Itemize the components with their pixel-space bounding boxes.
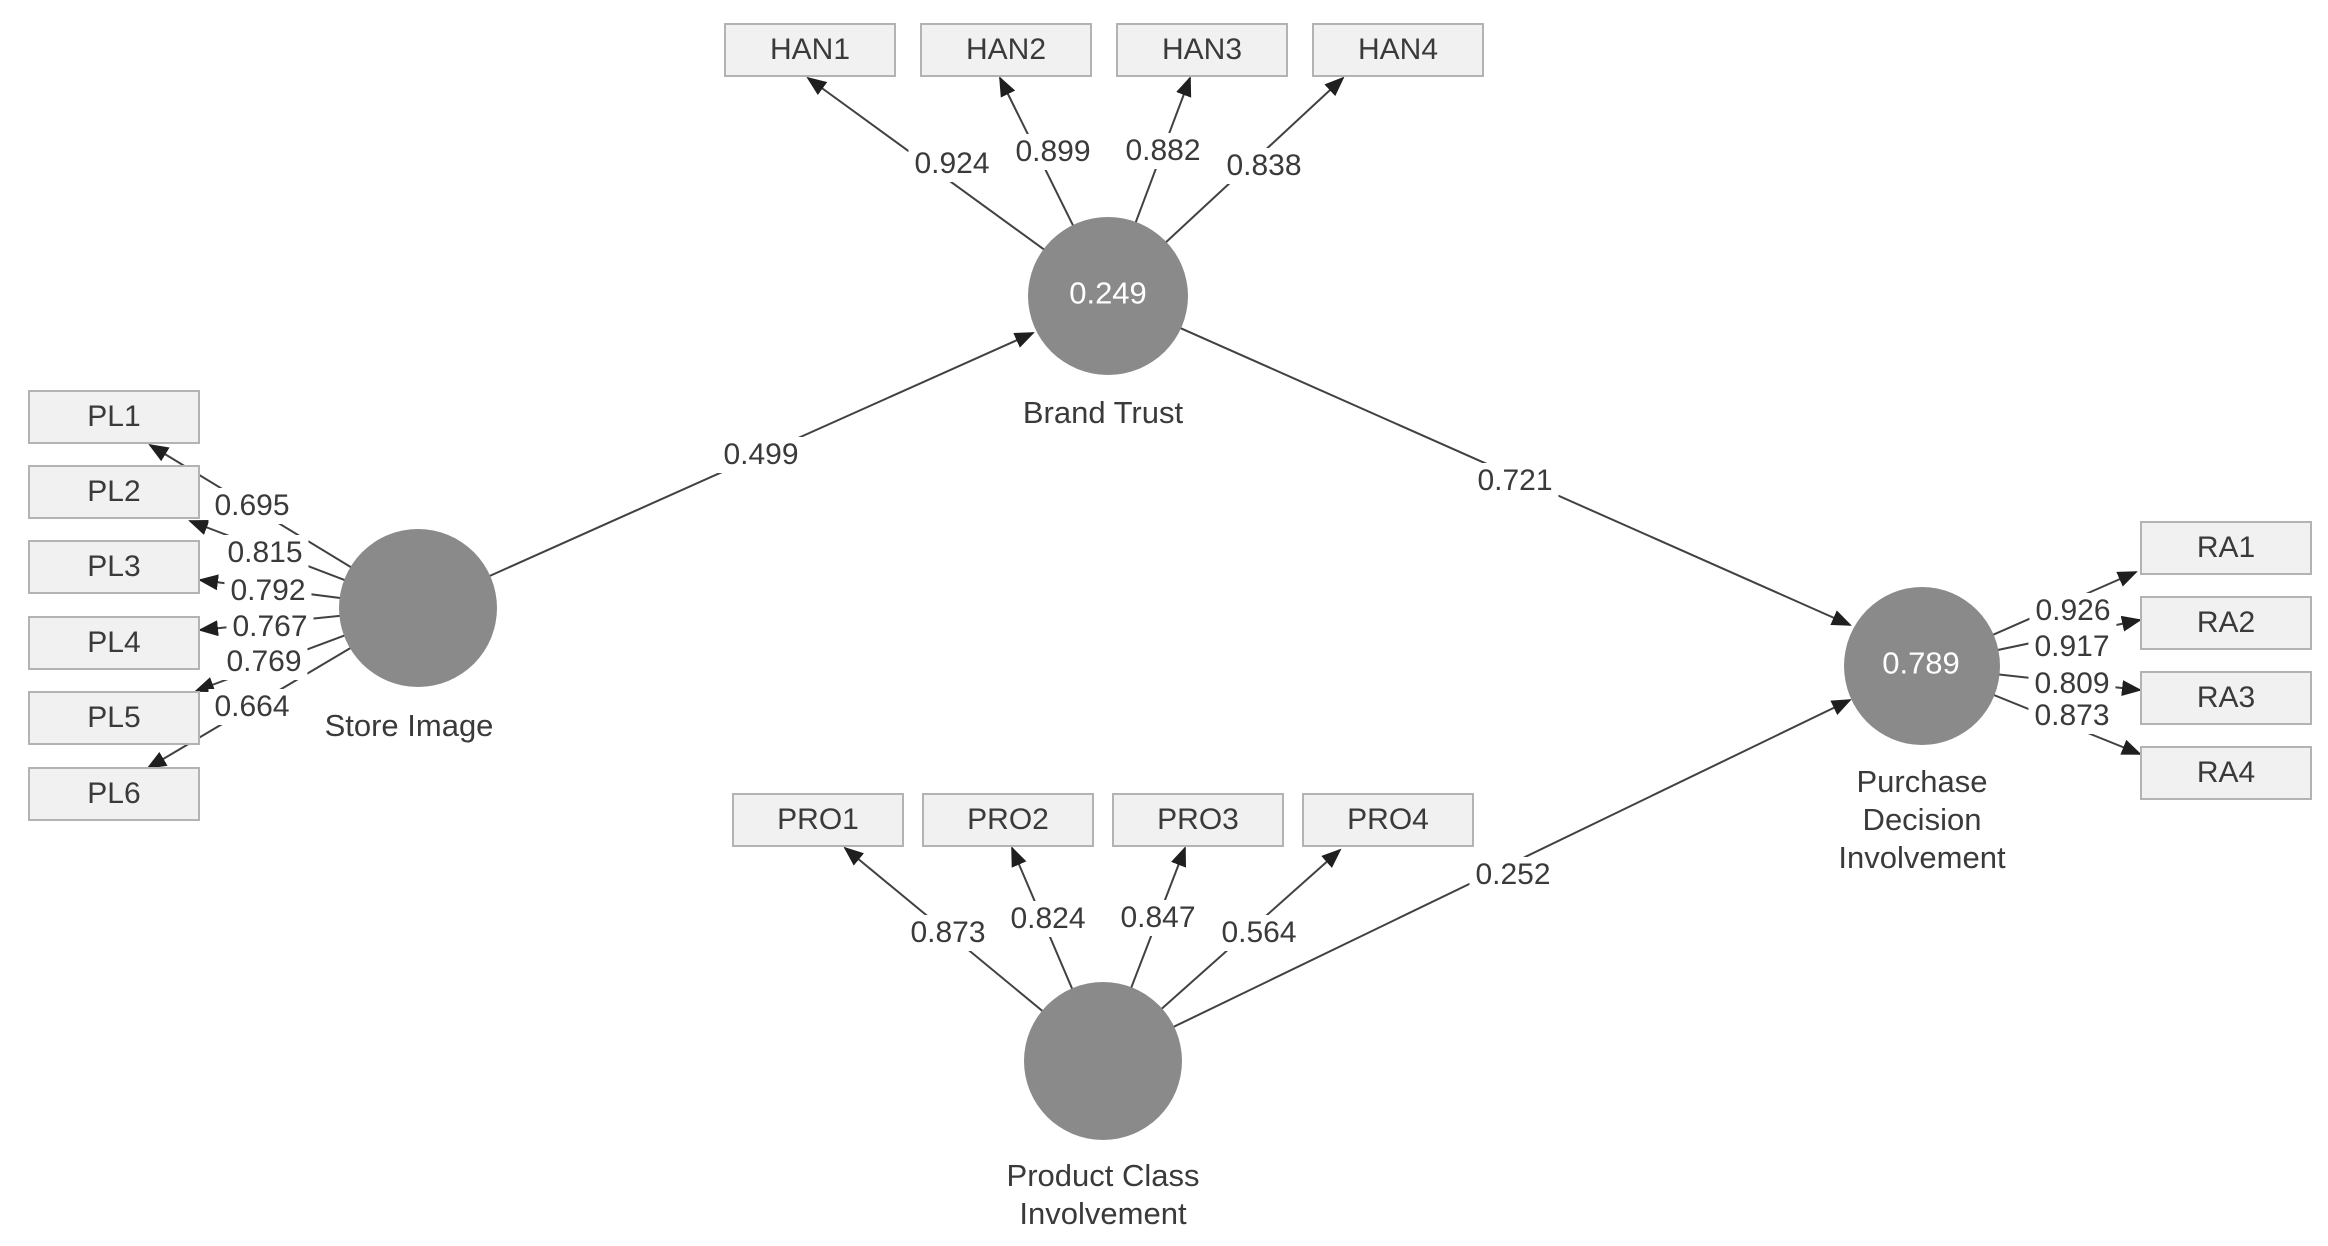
indicator-box-pl6: PL6 bbox=[28, 767, 200, 821]
indicator-box-han1: HAN1 bbox=[724, 23, 896, 77]
construct-node-brand-trust bbox=[1028, 217, 1188, 375]
loading-label-han1: 0.924 bbox=[908, 146, 996, 182]
indicator-box-pl5: PL5 bbox=[28, 691, 200, 745]
construct-node-store-image bbox=[339, 529, 497, 687]
path-coefficient-store-image-brand-trust: 0.499 bbox=[717, 437, 805, 473]
loading-label-pl5: 0.769 bbox=[220, 644, 308, 680]
loading-label-ra3: 0.809 bbox=[2028, 666, 2116, 702]
indicator-box-pro3: PRO3 bbox=[1112, 793, 1284, 847]
construct-node-purchase-decision-involvement bbox=[1844, 587, 2000, 745]
loading-label-pl3: 0.792 bbox=[224, 573, 312, 609]
indicator-box-pro4: PRO4 bbox=[1302, 793, 1474, 847]
edge-brand-trust-to-purchase-decision-involvement bbox=[1107, 295, 1852, 626]
loading-label-pro2: 0.824 bbox=[1004, 901, 1092, 937]
r-squared-brand-trust: 0.249 bbox=[1069, 275, 1147, 311]
loading-label-ra2: 0.917 bbox=[2028, 629, 2116, 665]
loading-label-pro3: 0.847 bbox=[1114, 900, 1202, 936]
construct-label-line: Decision bbox=[1862, 802, 1982, 837]
loading-label-han4: 0.838 bbox=[1220, 148, 1308, 184]
indicator-box-ra4: RA4 bbox=[2140, 746, 2312, 800]
indicator-box-pro1: PRO1 bbox=[732, 793, 904, 847]
construct-label-purchase-decision-involvement: Purchase Decision Involvement bbox=[1838, 763, 2005, 877]
indicator-box-pl1: PL1 bbox=[28, 390, 200, 444]
construct-label-product-class-involvement: Product Class Involvement bbox=[1007, 1157, 1200, 1233]
path-coefficient-brand-trust-pdi: 0.721 bbox=[1471, 463, 1559, 499]
construct-label-line: Product Class bbox=[1006, 1158, 1200, 1193]
indicator-box-ra3: RA3 bbox=[2140, 671, 2312, 725]
construct-label-line: Involvement bbox=[1019, 1196, 1187, 1231]
indicator-box-han4: HAN4 bbox=[1312, 23, 1484, 77]
construct-node-product-class-involvement bbox=[1024, 982, 1182, 1140]
loading-label-pro4: 0.564 bbox=[1215, 915, 1303, 951]
loading-label-pl2: 0.815 bbox=[221, 535, 309, 571]
path-coefficient-pci-pdi: 0.252 bbox=[1469, 857, 1557, 893]
loading-label-pro1: 0.873 bbox=[904, 915, 992, 951]
loading-label-pl4: 0.767 bbox=[226, 609, 314, 645]
indicator-box-pl2: PL2 bbox=[28, 465, 200, 519]
indicator-box-ra1: RA1 bbox=[2140, 521, 2312, 575]
indicator-box-pl4: PL4 bbox=[28, 616, 200, 670]
indicator-box-ra2: RA2 bbox=[2140, 596, 2312, 650]
loading-label-han2: 0.899 bbox=[1009, 134, 1097, 170]
indicator-box-han2: HAN2 bbox=[920, 23, 1092, 77]
construct-label-brand-trust: Brand Trust bbox=[1022, 395, 1184, 430]
indicator-box-han3: HAN3 bbox=[1116, 23, 1288, 77]
loading-label-pl1: 0.695 bbox=[208, 488, 296, 524]
construct-label-line: Involvement bbox=[1838, 840, 2006, 875]
loading-label-ra1: 0.926 bbox=[2029, 593, 2117, 629]
loading-label-pl6: 0.664 bbox=[208, 689, 296, 725]
loading-label-ra4: 0.873 bbox=[2028, 698, 2116, 734]
construct-label-line: Purchase bbox=[1856, 764, 1988, 799]
loading-label-han3: 0.882 bbox=[1119, 133, 1207, 169]
indicator-box-pro2: PRO2 bbox=[922, 793, 1094, 847]
construct-label-store-image: Store Image bbox=[324, 708, 494, 743]
indicator-box-pl3: PL3 bbox=[28, 540, 200, 594]
r-squared-purchase-decision-involvement: 0.789 bbox=[1882, 645, 1960, 681]
